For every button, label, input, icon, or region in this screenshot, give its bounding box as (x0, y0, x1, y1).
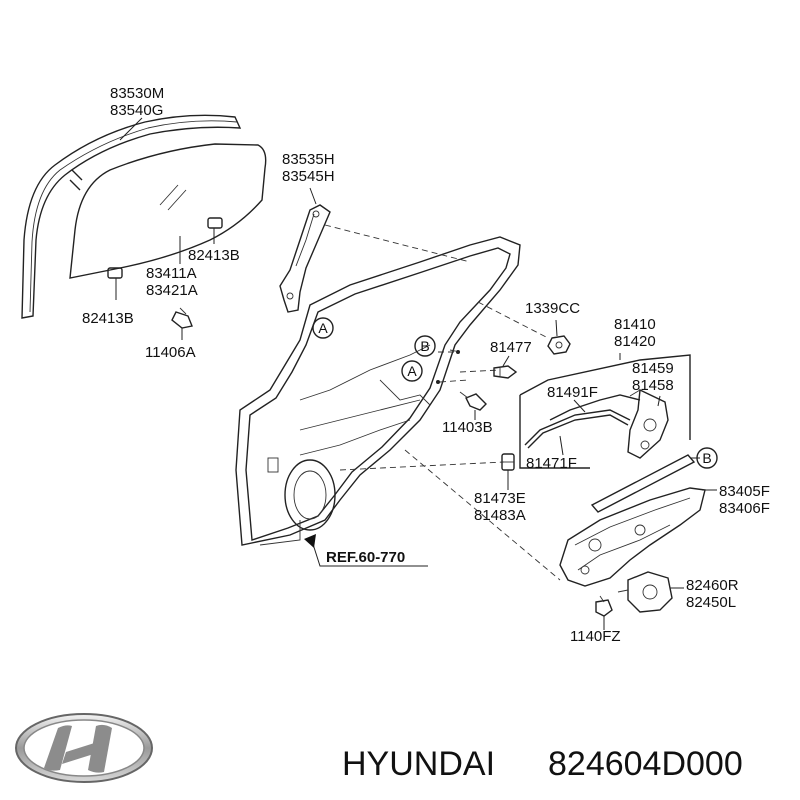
footer-part-number: 824604D000 (548, 745, 743, 783)
nut-1339CC (547, 335, 571, 355)
door-glass (69, 143, 267, 279)
striker-81473E (501, 453, 515, 471)
svg-text:B: B (702, 450, 711, 466)
label-81473E: 81473E (474, 490, 526, 507)
marker-a-1: A (312, 317, 334, 339)
ref-pointer (304, 534, 428, 567)
window-run-channel (21, 114, 242, 319)
label-82413B-top: 82413B (188, 247, 240, 264)
regulator-motor (617, 571, 673, 613)
label-1140FZ: 1140FZ (570, 628, 621, 645)
svg-text:A: A (407, 363, 417, 379)
label-81491F: 81491F (547, 384, 598, 401)
glass-clip-left (107, 267, 123, 279)
label-1339CC: 1339CC (525, 300, 580, 317)
label-83421A: 83421A (146, 282, 198, 299)
label-82460R: 82460R (686, 577, 739, 594)
label-83545H: 83545H (282, 168, 335, 185)
label-81410: 81410 (614, 316, 656, 333)
label-81459: 81459 (632, 360, 674, 377)
label-81420: 81420 (614, 333, 656, 350)
dashed-leaders (324, 224, 561, 581)
label-83411A: 83411A (146, 265, 197, 282)
svg-text:B: B (420, 338, 429, 354)
label-81471F: 81471F (526, 455, 577, 472)
footer-brand: HYUNDAI (342, 745, 495, 783)
label-83406F: 83406F (719, 500, 770, 517)
bolt-1140FZ (595, 595, 613, 617)
label-83405F: 83405F (719, 483, 770, 500)
bolt-11403B (459, 391, 487, 411)
marker-a-2: A (401, 360, 423, 382)
door-inner-panel (235, 236, 521, 546)
svg-text:A: A (318, 320, 328, 336)
window-regulator (559, 454, 706, 587)
label-82413B-left: 82413B (82, 310, 134, 327)
latch-assembly-box (519, 354, 691, 469)
label-83530M: 83530M (110, 85, 164, 102)
label-83535H: 83535H (282, 151, 335, 168)
label-11406A: 11406A (145, 344, 196, 361)
label-81458: 81458 (632, 377, 674, 394)
label-11403B: 11403B (442, 419, 493, 436)
marker-b-1: B (414, 335, 436, 357)
bolt-81477 (493, 365, 518, 379)
label-81477: 81477 (490, 339, 532, 356)
leader-lines (115, 117, 717, 630)
bolt-11406A (171, 307, 193, 329)
glass-clip-top (207, 217, 223, 229)
label-83540G: 83540G (110, 102, 163, 119)
label-ref-60-770: REF.60-770 (326, 549, 405, 566)
label-82450L: 82450L (686, 594, 736, 611)
hyundai-logo-icon (15, 713, 153, 783)
rear-channel (279, 204, 331, 313)
label-81483A: 81483A (474, 507, 526, 524)
